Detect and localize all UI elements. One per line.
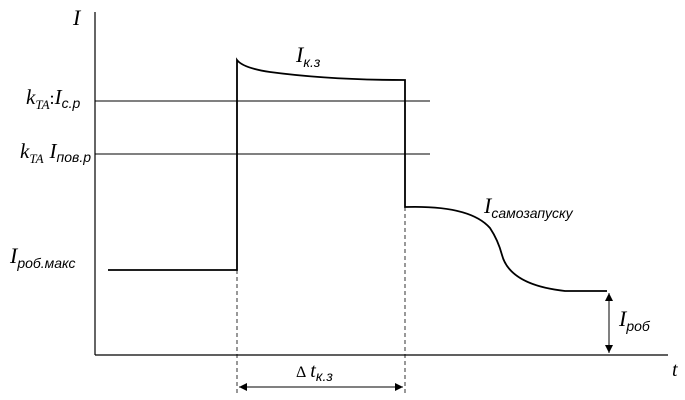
short-circuit-current-label: Iк.з — [295, 42, 321, 70]
max-working-current-label: Iроб.макс — [9, 243, 76, 271]
x-axis-label: t — [672, 359, 678, 381]
y-axis-label: I — [72, 5, 82, 30]
setting-level-label: kTA:Iс.р — [26, 85, 80, 112]
working-current-label: Iроб — [618, 306, 651, 334]
current-curve — [108, 57, 607, 292]
self-start-current-label: Iсамозапуску — [483, 193, 574, 221]
